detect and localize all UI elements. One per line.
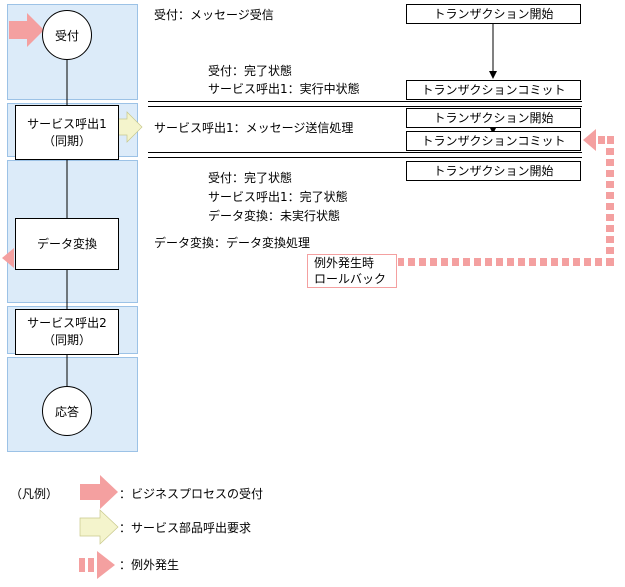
state-call1-complete: サービス呼出1：完了状態 xyxy=(208,190,348,204)
service-call2-node: サービス呼出2 （同期） xyxy=(15,309,119,355)
state-call1-running: サービス呼出1：実行中状態 xyxy=(208,82,360,96)
service-call2-sync: （同期） xyxy=(42,333,91,347)
receive-node: 受付 xyxy=(42,10,92,60)
legend-receive: ：ビジネスプロセスの受付 xyxy=(119,487,264,501)
service-call1-sync: （同期） xyxy=(42,133,91,148)
legend-exception: ：例外発生 xyxy=(119,558,180,572)
legend-call-request: ：サービス部品呼出要求 xyxy=(119,521,252,535)
separator-line xyxy=(148,157,582,158)
exception-rollback-box: 例外発生時 ロールバック xyxy=(307,254,397,288)
data-convert-node: データ変換 xyxy=(15,218,119,270)
transaction-start-2: トランザクション開始 xyxy=(406,108,581,128)
response-node: 応答 xyxy=(42,386,92,436)
service-call1-node: サービス呼出1 （同期） xyxy=(15,105,119,160)
separator-line xyxy=(148,152,582,153)
data-convert-label: データ変換 xyxy=(36,236,97,251)
convert-process-label: データ変換：データ変換処理 xyxy=(154,236,311,250)
transaction-start-3: トランザクション開始 xyxy=(406,161,581,181)
transaction-start-1: トランザクション開始 xyxy=(406,4,581,24)
transaction-commit-2: トランザクションコミット xyxy=(406,131,581,151)
service-call2-label: サービス呼出2 xyxy=(27,316,107,330)
transaction-commit-1: トランザクションコミット xyxy=(406,80,581,100)
state-receive-complete-1: 受付：完了状態 xyxy=(208,64,293,78)
response-label: 応答 xyxy=(54,404,79,419)
legend-title: （凡例） xyxy=(10,487,59,501)
state-receive-complete-2: 受付：完了状態 xyxy=(208,171,293,185)
service-call1-label: サービス呼出1 xyxy=(27,116,107,131)
receive-label: 受付 xyxy=(54,28,79,43)
receive-message-label: 受付：メッセージ受信 xyxy=(154,8,274,22)
exception-label: 例外発生時 xyxy=(314,256,375,270)
state-convert-pending: データ変換：未実行状態 xyxy=(208,209,341,223)
separator-line xyxy=(148,101,582,102)
rollback-label: ロールバック xyxy=(314,272,387,286)
call1-send-label: サービス呼出1：メッセージ送信処理 xyxy=(154,121,354,135)
separator-line xyxy=(148,106,582,107)
